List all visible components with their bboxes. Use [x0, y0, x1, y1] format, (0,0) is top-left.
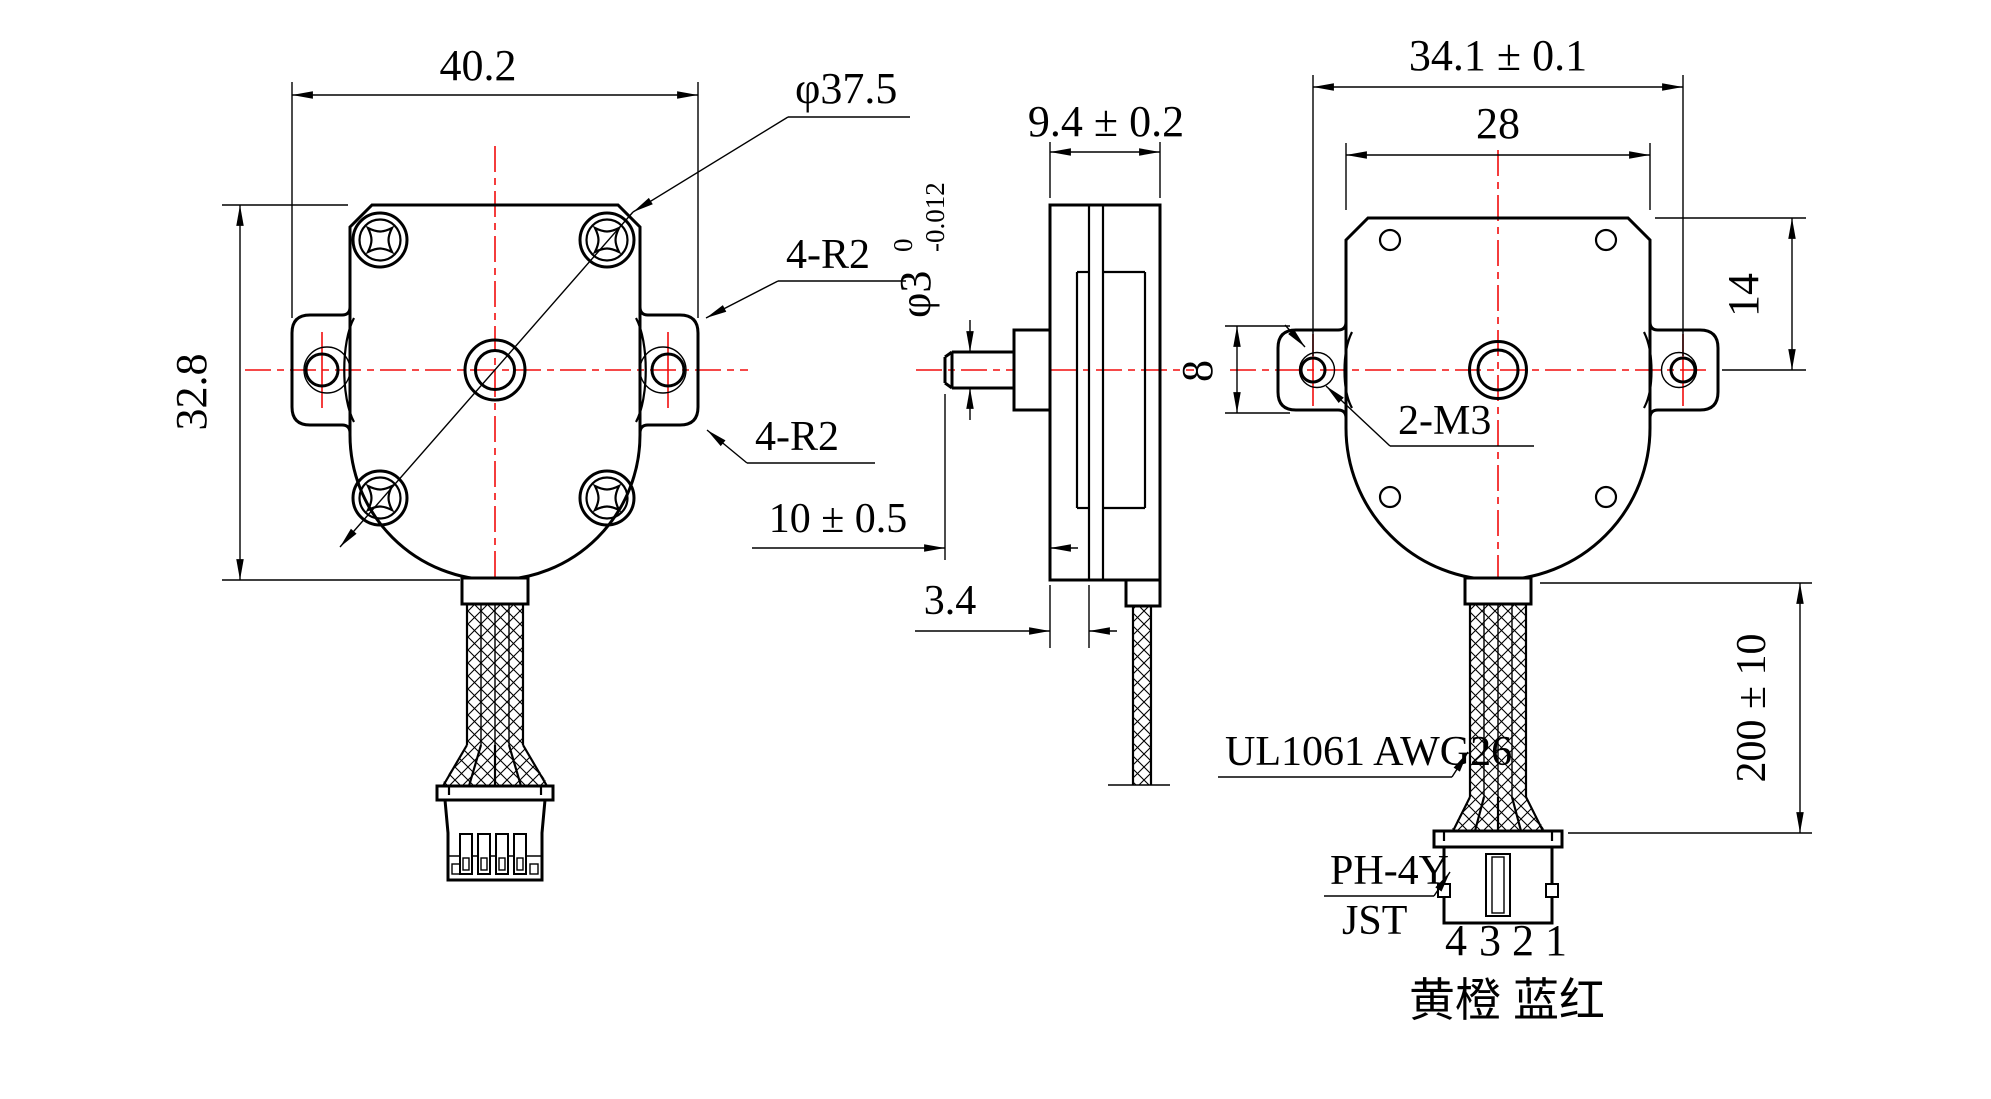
rear-left-ear-fold-line — [1343, 331, 1353, 409]
wire-color-red: 红 — [1559, 975, 1605, 1026]
rear-left-ear — [1276, 321, 1348, 419]
rear-right-m3-thread-circle — [1660, 351, 1698, 389]
dim-shaft-dia-group: φ3 0 -0.012 — [888, 182, 950, 318]
rear-bearing-boss-circle — [1468, 340, 1528, 400]
dim-hole-to-center: 14 — [1719, 273, 1768, 317]
front-cable-gland — [460, 576, 530, 606]
note-fillet-bottom: 4-R2 — [755, 414, 839, 460]
dim-body-width: 28 — [1476, 99, 1520, 148]
rear-fanout-wires — [1452, 796, 1544, 832]
rear-bearing-hole — [1476, 348, 1520, 392]
note-wire-spec-leader — [1451, 751, 1469, 778]
note-wire-spec: UL1061 AWG26 — [1225, 729, 1512, 775]
front-shaft-hole — [474, 349, 516, 391]
wire-color-orange: 橙 — [1455, 975, 1501, 1026]
rear-cable-gland — [1463, 576, 1533, 606]
dia-37-5-leader — [632, 116, 789, 213]
front-screw-bottom-left — [351, 469, 409, 527]
dimensions: 40.2 32.8 φ37.5 4-R2 4-R2 9.4 ± 0.2 φ3 0 — [167, 31, 1812, 1026]
wire-color-labels: 黄 橙 蓝 红 — [1409, 975, 1605, 1026]
dim-overall-width: 40.2 — [440, 41, 517, 90]
wire-color-blue: 蓝 — [1513, 975, 1559, 1026]
rear-corner-hole-tr — [1594, 228, 1618, 252]
dia-37-5-diagonal — [339, 211, 634, 548]
side-cable-braid — [1133, 606, 1151, 785]
pin-number-3: 3 — [1479, 916, 1501, 965]
rear-right-ear — [1648, 321, 1720, 419]
front-cable-wires — [465, 604, 525, 745]
rear-corner-hole-tl — [1378, 228, 1402, 252]
note-fillet-top-leader — [705, 280, 779, 319]
dim-ear-height: 8 — [1173, 360, 1222, 382]
side-cable-gland — [1124, 578, 1162, 608]
side-shaft — [943, 350, 1014, 390]
front-left-ear-fold-line — [343, 317, 355, 423]
front-left-ear-countersink — [303, 346, 351, 394]
front-left-ear-hole — [304, 352, 340, 388]
rear-corner-hole-br — [1594, 485, 1618, 509]
front-right-ear-fold-line — [635, 317, 647, 423]
note-connector-brand: JST — [1342, 898, 1407, 944]
front-screw-top-left — [351, 211, 409, 269]
note-connector-model: PH-4Y — [1330, 848, 1449, 894]
front-view — [290, 203, 700, 882]
dim-overall-height: 32.8 — [167, 354, 216, 431]
pin-numbers: 4 3 2 1 — [1445, 916, 1567, 965]
note-mount-thread-arrow2 — [1284, 324, 1306, 348]
front-right-ear-hole — [650, 352, 686, 388]
front-connector — [435, 784, 555, 882]
dim-body-depth: 9.4 ± 0.2 — [1028, 97, 1184, 146]
dim-shaft-length: 10 ± 0.5 — [769, 496, 908, 542]
rear-connector — [1432, 829, 1564, 925]
note-fillet-bottom-leader — [706, 429, 748, 464]
rear-right-ear-fold-line — [1643, 331, 1653, 409]
note-connector-leader — [1433, 871, 1451, 897]
front-screw-top-right — [578, 211, 636, 269]
front-right-ear-countersink — [639, 346, 687, 394]
pin-number-4: 4 — [1445, 916, 1467, 965]
front-shaft-boss-circle — [463, 338, 527, 402]
note-mount-thread: 2-M3 — [1398, 398, 1491, 444]
side-view — [943, 203, 1170, 786]
dim-corner-circle-dia: φ37.5 — [795, 64, 897, 113]
front-screw-bottom-right — [578, 469, 636, 527]
rear-right-m3-hole — [1669, 356, 1697, 384]
note-mount-thread-leader — [1325, 385, 1391, 447]
front-left-ear — [290, 306, 352, 434]
side-inner-step — [1075, 270, 1147, 510]
dim-shaft-tol-upper: 0 — [888, 239, 918, 253]
pin-number-1: 1 — [1545, 916, 1567, 965]
rear-view — [1276, 216, 1720, 925]
front-fanout-wires — [442, 744, 548, 787]
rear-left-m3-hole — [1299, 356, 1327, 384]
note-fillet-top: 4-R2 — [786, 232, 870, 278]
dim-shaft-dia: φ3 — [891, 271, 940, 318]
pin-number-2: 2 — [1512, 916, 1534, 965]
rear-cable-wires — [1468, 604, 1528, 797]
dim-cable-length: 200 ± 10 — [1729, 633, 1775, 782]
rear-corner-hole-bl — [1378, 485, 1402, 509]
front-right-ear — [638, 306, 700, 434]
rear-left-m3-thread-circle — [1298, 351, 1336, 389]
dim-shaft-tol-lower: -0.012 — [920, 182, 950, 252]
wire-color-yellow: 黄 — [1409, 975, 1455, 1026]
side-pilot-boss — [1012, 328, 1052, 412]
dim-front-plate-depth: 3.4 — [924, 578, 977, 624]
dim-mount-hole-span: 34.1 ± 0.1 — [1409, 31, 1587, 80]
